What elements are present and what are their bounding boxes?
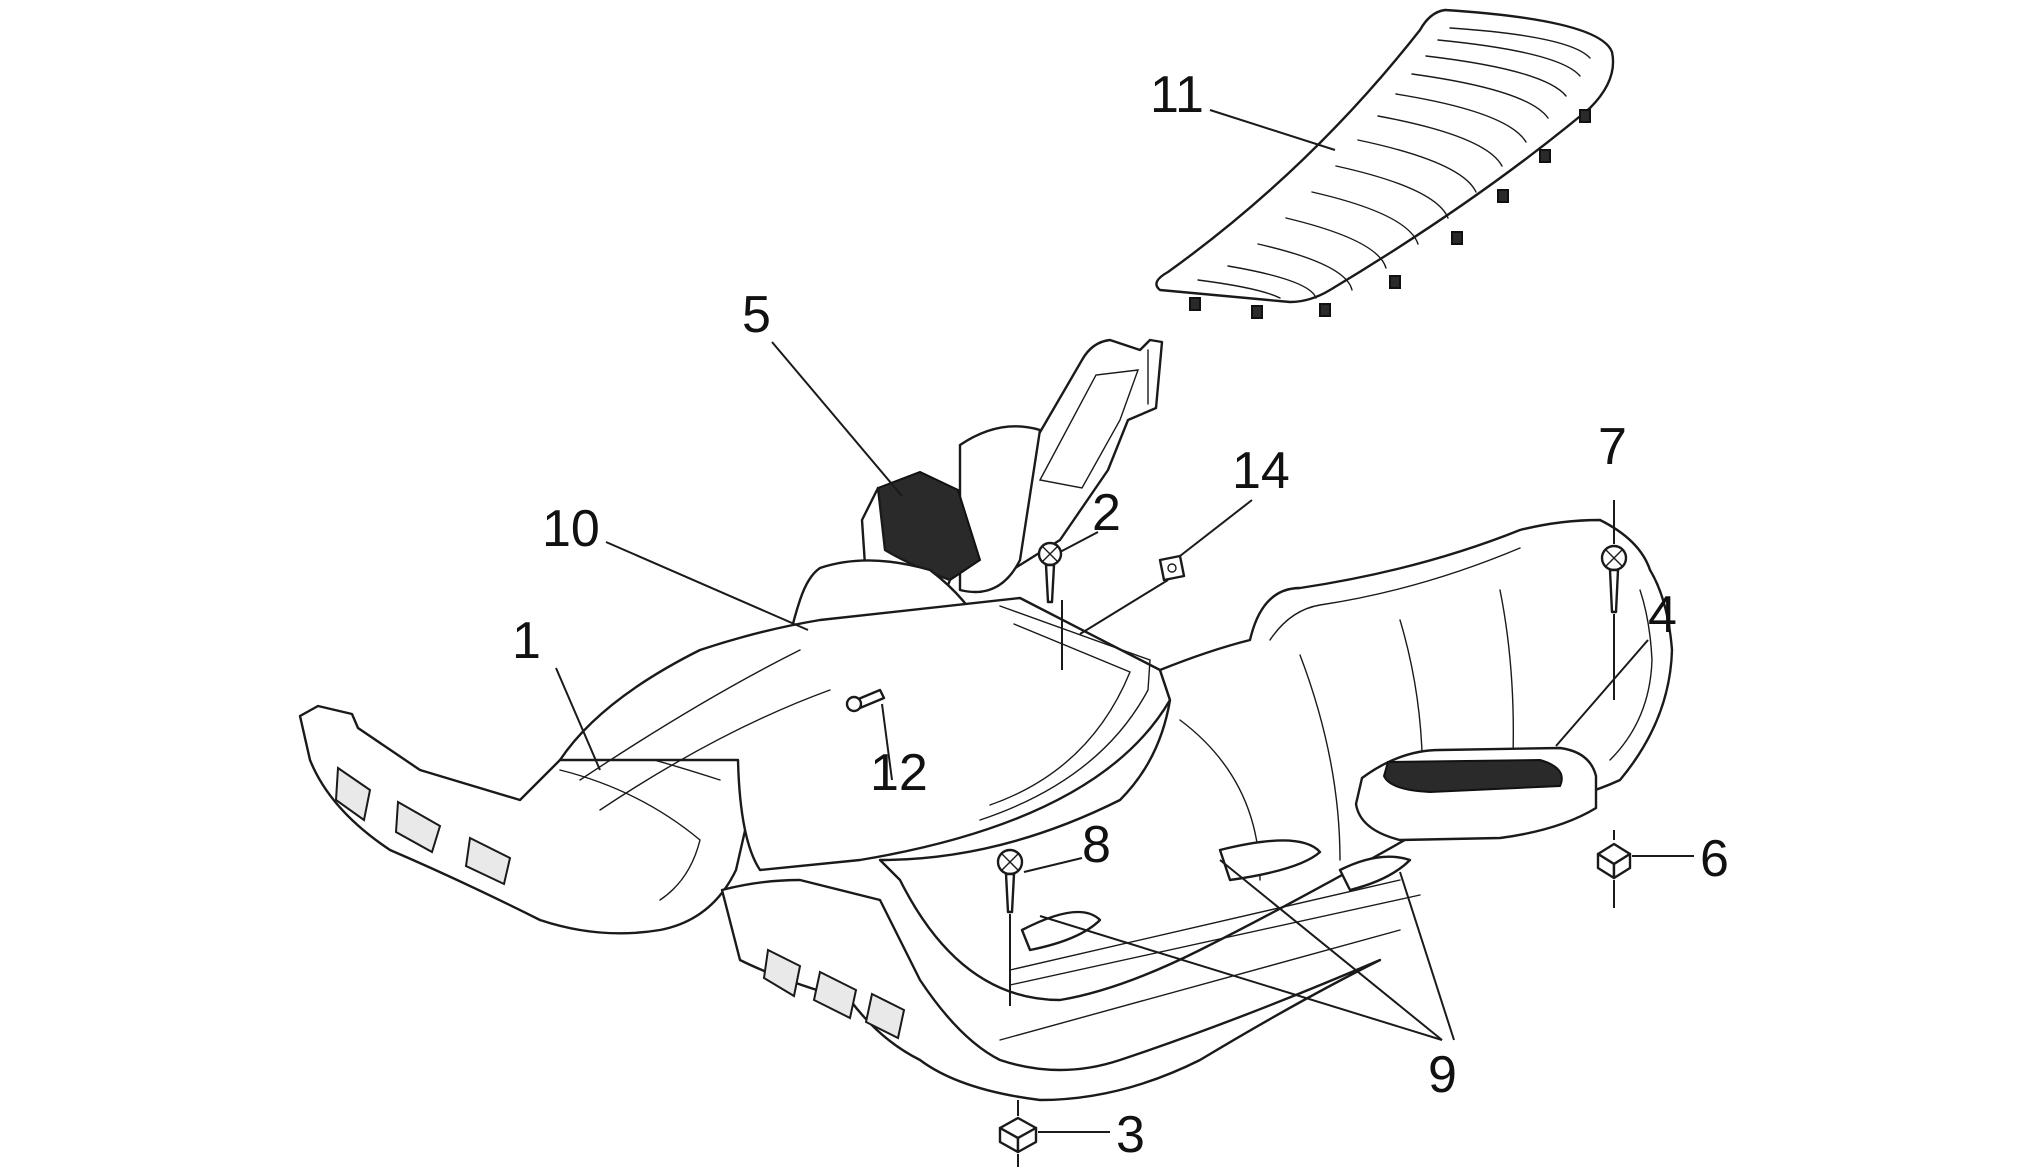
callout-10: 11	[1150, 66, 1204, 124]
callout-2: 2	[1092, 484, 1121, 542]
callout-5: 5	[742, 286, 771, 344]
screw-12	[845, 688, 886, 713]
callout-1: 1	[512, 612, 541, 670]
screw-8	[996, 848, 1024, 914]
callout-11: 10	[542, 500, 600, 558]
callout-7: 7	[1598, 418, 1627, 476]
callout-8: 8	[1082, 816, 1111, 874]
callout-3: 3	[1116, 1106, 1145, 1164]
callout-6: 6	[1700, 830, 1729, 888]
callout-9: 9	[1428, 1046, 1457, 1104]
leader-lines	[555, 109, 1694, 1167]
callout-4: 4	[1648, 586, 1677, 644]
screw-2	[1037, 541, 1063, 604]
callout-14: 14	[1232, 442, 1290, 500]
screw-7	[1600, 544, 1628, 614]
clip-nut-6	[1596, 842, 1632, 880]
callout-12: 12	[870, 744, 928, 802]
clip-nut-14	[1158, 554, 1186, 582]
main-floorboard	[298, 518, 1674, 1102]
clip-nut-3	[998, 1116, 1038, 1154]
footboard-mat	[1155, 8, 1615, 319]
